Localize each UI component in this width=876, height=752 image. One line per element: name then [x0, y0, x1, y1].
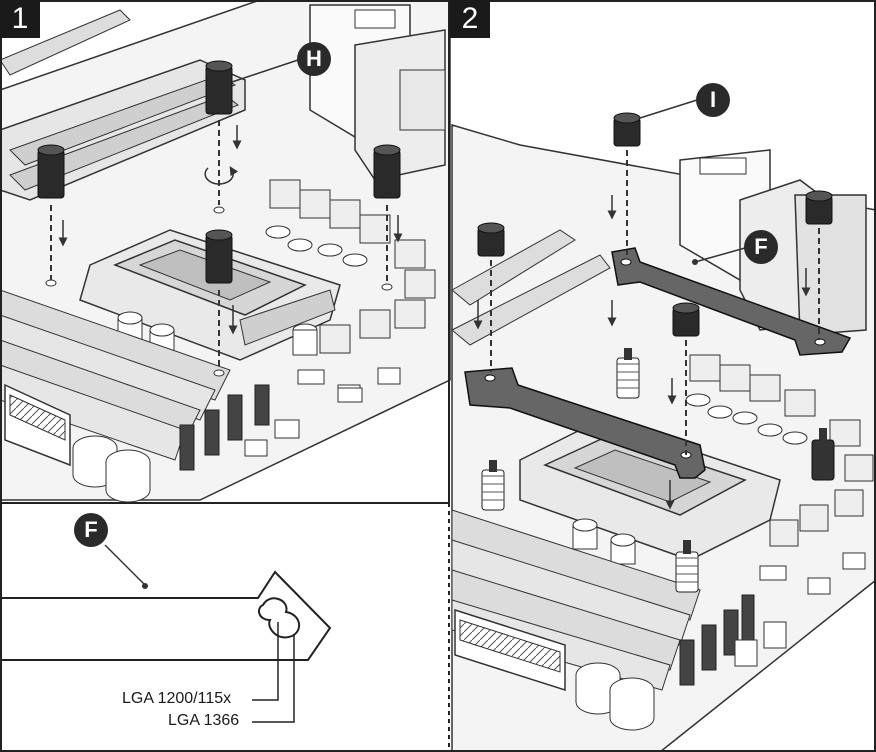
hole-label-lga1200: LGA 1200/115x — [122, 690, 232, 707]
standoff-h-4 — [373, 144, 403, 291]
mounting-bracket-left — [464, 367, 706, 479]
hole-label-lga1366: LGA 1366 — [168, 712, 240, 729]
nut-i-3 — [801, 190, 833, 340]
standoff-h-1 — [37, 144, 68, 287]
callout-bracket: F — [744, 230, 778, 264]
panel-1-illustration — [0, 0, 451, 503]
panel-number-2: 2 — [450, 0, 490, 38]
callout-standoff: H — [297, 42, 331, 76]
io-ports — [309, 4, 446, 181]
callout-nut: I — [696, 83, 730, 117]
nut-i-4 — [667, 302, 700, 455]
nut-i-2 — [473, 222, 505, 372]
standoff-h-3 — [205, 229, 238, 377]
standoff-h-2 — [204, 60, 242, 214]
cpu-socket-panel-2 — [519, 419, 781, 561]
standoff-panel2-1 — [607, 300, 640, 399]
mounting-bracket-right — [611, 247, 852, 356]
callout-bracket-detail: F — [74, 513, 108, 547]
atx-connector — [4, 383, 71, 467]
vrm-components-panel-2 — [572, 354, 874, 595]
cpu-socket — [79, 229, 341, 361]
atx-connector-panel-2 — [454, 608, 566, 692]
standoff-panel2-2 — [481, 460, 505, 511]
standoff-panel2-3 — [811, 428, 835, 481]
panel-number-1: 1 — [0, 0, 40, 38]
standoff-panel2-4 — [665, 480, 699, 593]
ram-slots — [0, 289, 270, 471]
panel-2-illustration — [451, 99, 876, 752]
detail-inset — [0, 544, 332, 723]
